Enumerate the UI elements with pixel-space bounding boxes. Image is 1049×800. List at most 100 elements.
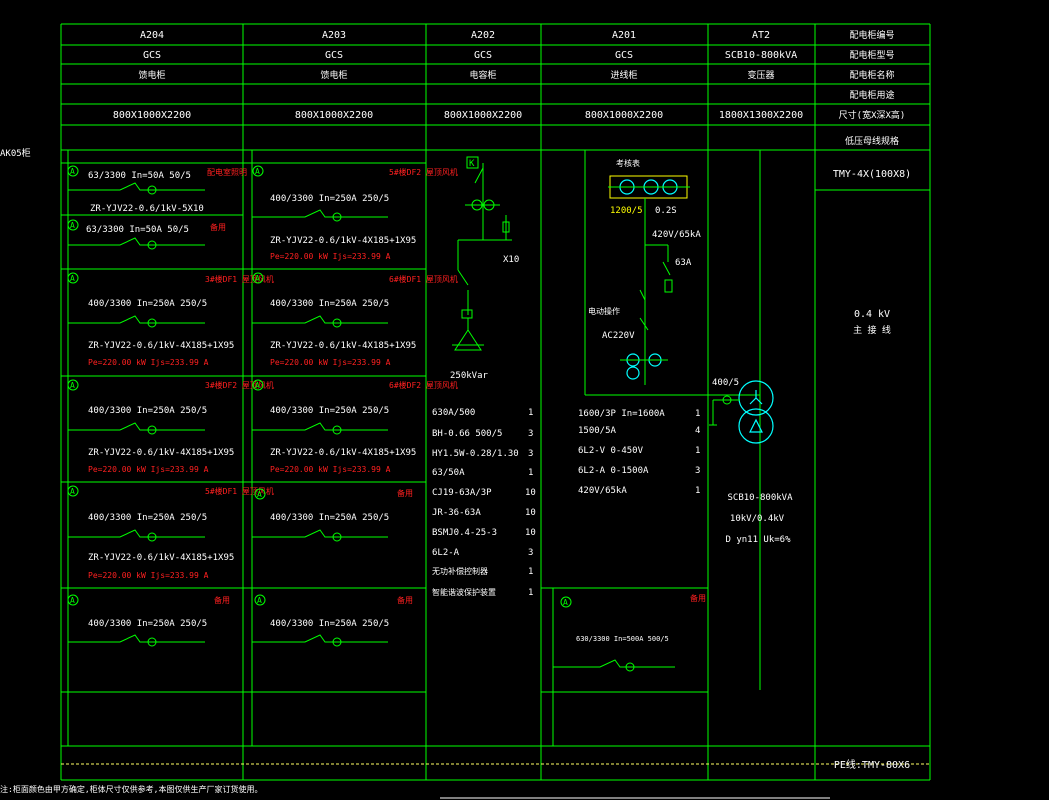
feeder-cable: ZR-YJV22-0.6/1kV-4X185+1X95 bbox=[88, 553, 234, 563]
feeder-a203-5[interactable]: A 备用 400/3300 In=250A 250/5 bbox=[252, 594, 413, 647]
part-qty: 3 bbox=[528, 449, 533, 459]
feeder-cable: ZR-YJV22-0.6/1kV-4X185+1X95 bbox=[270, 448, 416, 458]
feeder-breaker-spec: 400/3300 In=250A 250/5 bbox=[88, 619, 207, 629]
cab-dims-a203: 800X1000X2200 bbox=[295, 110, 373, 121]
feeder-power: Pe=220.00 kW Ijs=233.99 A bbox=[88, 358, 209, 367]
meter-class: 0.2S bbox=[655, 206, 677, 216]
feeder-power: Pe=220.00 kW Ijs=233.99 A bbox=[270, 358, 391, 367]
part-name: CJ19-63A/3P bbox=[432, 488, 492, 498]
feeder-tag: 3#楼DF1 屋顶风机 bbox=[205, 274, 274, 284]
row-label-name: 配电柜名称 bbox=[849, 69, 894, 81]
ammeter-icon: A bbox=[70, 381, 75, 390]
ammeter-icon: A bbox=[70, 274, 75, 283]
ammeter-icon: A bbox=[257, 596, 262, 605]
part-qty: 1 bbox=[695, 446, 700, 456]
part-name: 630A/500 bbox=[432, 408, 475, 418]
part-name: 智能谐波保护装置 bbox=[432, 587, 496, 597]
row-label-number: 配电柜编号 bbox=[849, 29, 894, 41]
part-name: 无功补偿控制器 bbox=[432, 566, 488, 576]
capacity-label: 250kVar bbox=[450, 371, 489, 381]
feeder-breaker-spec: 400/3300 In=250A 250/5 bbox=[88, 406, 207, 416]
part-name: HY1.5W-0.28/1.30 bbox=[432, 449, 519, 459]
feeder-cable: ZR-YJV22-0.6/1kV-4X185+1X95 bbox=[270, 341, 416, 351]
ammeter-icon: A bbox=[255, 167, 260, 176]
feeder-a203-3[interactable]: A 6#楼DF2 屋顶风机 400/3300 In=250A 250/5 ZR-… bbox=[252, 379, 458, 474]
part-qty: 3 bbox=[528, 548, 533, 558]
cab-name-at2: 变压器 bbox=[747, 69, 774, 81]
motor-op-label: 电动操作 bbox=[588, 306, 620, 316]
part-name: 420V/65kA bbox=[578, 486, 627, 496]
cab-number-a201: A201 bbox=[612, 30, 636, 41]
feeder-power: Pe=220.00 kW Ijs=233.99 A bbox=[88, 571, 209, 580]
capacitor-cabinet-diagram[interactable]: K X10 250kVar bbox=[450, 156, 519, 381]
transformer-group: D yn11 Uk=6% bbox=[725, 535, 791, 545]
cab-name-a204: 馈电柜 bbox=[138, 69, 165, 81]
ct2-ratio: 400/5 bbox=[712, 378, 739, 388]
fuse-rating: 63A bbox=[675, 258, 692, 268]
part-name: 6L2-A 0-1500A bbox=[578, 466, 649, 476]
feeder-a204-1[interactable]: A 63/3300 In=50A 50/5 配电室照明 ZR-YJV22-0.6… bbox=[67, 165, 247, 214]
incoming-cabinet-diagram[interactable]: 考核表 1200/5 0.2S 420V/65kA 63A 电动操作 AC220… bbox=[584, 150, 761, 690]
cab-dims-a201: 800X1000X2200 bbox=[585, 110, 663, 121]
part-name: 6L2-V 0-450V bbox=[578, 446, 644, 456]
feeder-tag: 3#楼DF2 屋顶风机 bbox=[205, 380, 274, 390]
feeder-breaker-spec: 63/3300 In=50A 50/5 bbox=[86, 225, 189, 235]
feeder-breaker-spec: 400/3300 In=250A 250/5 bbox=[270, 299, 389, 309]
meter-label: 考核表 bbox=[616, 158, 640, 168]
feeder-breaker-spec: 400/3300 In=250A 250/5 bbox=[88, 513, 207, 523]
busbar-voltage: 0.4 kV bbox=[854, 309, 890, 320]
a202-parts-list: 630A/500 1 BH-0.66 500/5 3 HY1.5W-0.28/1.3… bbox=[432, 408, 536, 598]
feeder-tag: 5#楼DF1 屋顶风机 bbox=[205, 486, 274, 496]
part-qty: 1 bbox=[528, 567, 533, 577]
cab-model-a202: GCS bbox=[474, 50, 492, 61]
part-qty: 1 bbox=[528, 408, 533, 418]
ammeter-icon: A bbox=[70, 221, 75, 230]
ammeter-icon: A bbox=[257, 490, 262, 499]
feeder-tag: 备用 bbox=[210, 222, 226, 232]
feeder-a203-2[interactable]: A 6#楼DF1 屋顶风机 400/3300 In=250A 250/5 ZR-… bbox=[252, 272, 458, 367]
feeder-a203-1[interactable]: A 5#楼DF2 屋顶风机 400/3300 In=250A 250/5 ZR-… bbox=[252, 165, 458, 261]
feeder-tag: 配电室照明 bbox=[207, 167, 247, 177]
cab-dims-at2: 1800X1300X2200 bbox=[719, 110, 803, 121]
part-name: 63/50A bbox=[432, 468, 465, 478]
ac-supply-label: AC220V bbox=[602, 331, 635, 341]
cab-number-at2: AT2 bbox=[752, 30, 770, 41]
feeder-a204-6[interactable]: A 备用 400/3300 In=250A 250/5 bbox=[67, 594, 230, 647]
feeder-breaker-spec: 630/3300 In=500A 500/5 bbox=[576, 635, 669, 643]
feeder-a204-4[interactable]: A 3#楼DF2 屋顶风机 400/3300 In=250A 250/5 ZR-… bbox=[67, 379, 274, 474]
feeder-cable: ZR-YJV22-0.6/1kV-5X10 bbox=[90, 204, 204, 214]
transformer-symbol[interactable]: 400/5 SCB10-800kVA 10kV/0.4kV D yn11 Uk=… bbox=[709, 378, 793, 545]
part-name: BSMJ0.4-25-3 bbox=[432, 528, 497, 538]
feeder-a204-2[interactable]: A 63/3300 In=50A 50/5 备用 bbox=[67, 219, 226, 250]
part-name: 1500/5A bbox=[578, 426, 617, 436]
part-qty: 1 bbox=[528, 588, 533, 598]
feeder-tag: 5#楼DF2 屋顶风机 bbox=[389, 167, 458, 177]
row-label-usage: 配电柜用途 bbox=[849, 89, 894, 101]
cab-name-a201: 进线柜 bbox=[610, 69, 637, 81]
feeder-breaker-spec: 400/3300 In=250A 250/5 bbox=[270, 406, 389, 416]
feeder-a204-5[interactable]: A 5#楼DF1 屋顶风机 400/3300 In=250A 250/5 ZR-… bbox=[67, 485, 274, 580]
feeder-a201-spare[interactable]: A 备用 630/3300 In=500A 500/5 bbox=[553, 593, 706, 672]
feeder-tag: 6#楼DF1 屋顶风机 bbox=[389, 274, 458, 284]
pe-label: PE线:TMY-80X6 bbox=[834, 758, 910, 771]
cab-number-a203: A203 bbox=[322, 30, 346, 41]
ammeter-icon: A bbox=[255, 274, 260, 283]
cab-number-a204: A204 bbox=[140, 30, 164, 41]
left-edge-label: AK05柜 bbox=[0, 147, 31, 159]
surge-rating: 420V/65kA bbox=[652, 230, 701, 240]
feeder-a203-4[interactable]: A 备用 400/3300 In=250A 250/5 bbox=[252, 488, 413, 542]
cab-model-a201: GCS bbox=[615, 50, 633, 61]
part-name: JR-36-63A bbox=[432, 508, 481, 518]
ammeter-icon: A bbox=[70, 487, 75, 496]
ammeter-icon: A bbox=[255, 381, 260, 390]
part-name: BH-0.66 500/5 bbox=[432, 429, 502, 439]
feeder-breaker-spec: 400/3300 In=250A 250/5 bbox=[270, 513, 389, 523]
busbar-label: 低压母线规格 bbox=[845, 135, 899, 147]
part-qty: 10 bbox=[525, 528, 536, 538]
footer-note: 注:柜面颜色由甲方确定,柜体尺寸仅供参考,本图仅供生产厂家订货使用。 bbox=[0, 784, 262, 794]
cab-name-a202: 电容柜 bbox=[469, 69, 496, 81]
feeder-a204-3[interactable]: A 3#楼DF1 屋顶风机 400/3300 In=250A 250/5 ZR-… bbox=[67, 272, 274, 367]
feeder-breaker-spec: 400/3300 In=250A 250/5 bbox=[270, 619, 389, 629]
part-name: 1600/3P In=1600A bbox=[578, 409, 665, 419]
